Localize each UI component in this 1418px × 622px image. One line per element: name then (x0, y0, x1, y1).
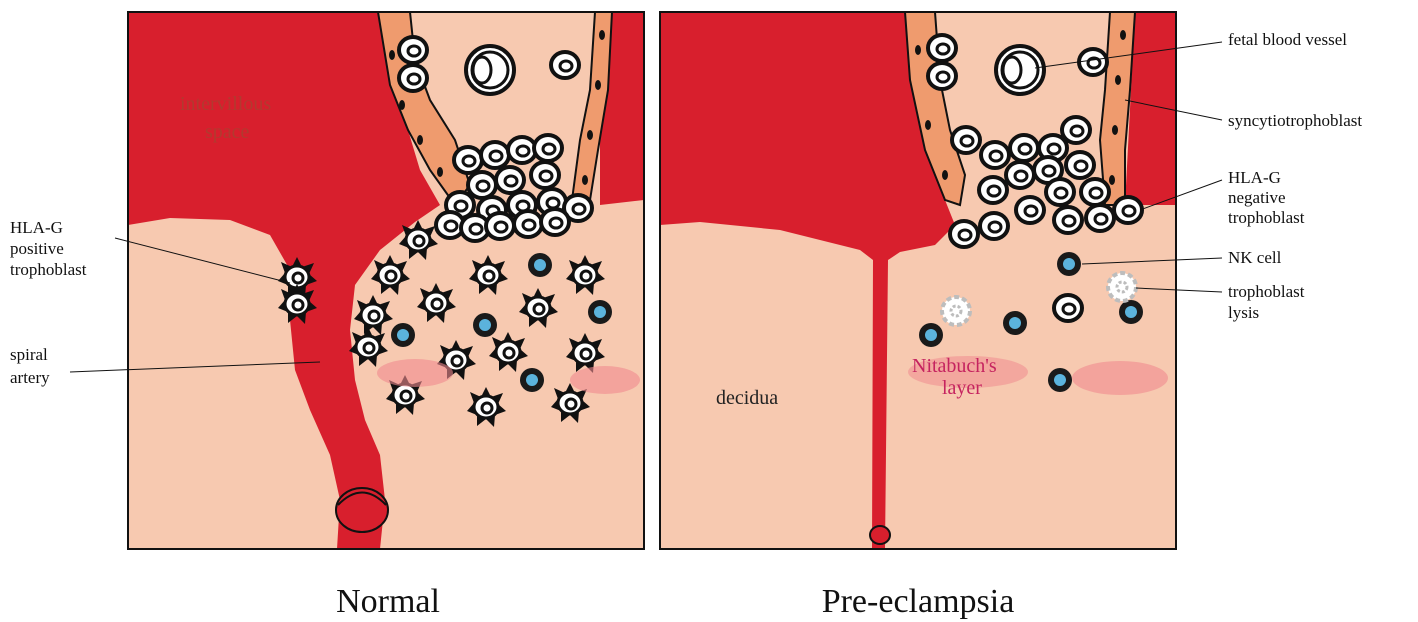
fetal-blood-vessel-2 (996, 46, 1044, 94)
hla-g-positive-line-3: trophoblast (10, 260, 87, 279)
trophoblast-lysis-line-1: trophoblast (1228, 282, 1305, 301)
nitabuch-label-1: Nitabuch's (912, 355, 997, 377)
intervillous-label-1: intervillous (180, 93, 271, 115)
nitabuch-label-2: layer (942, 377, 982, 399)
fetal-blood-vessel (466, 46, 514, 94)
nk-cell-text: NK cell (1228, 248, 1282, 267)
fetal-blood-vessel-text: fetal blood vessel (1228, 30, 1347, 49)
hla-g-negative-line-2: negative (1228, 188, 1286, 207)
hla-g-positive-line-2: positive (10, 239, 64, 258)
preeclampsia-title: Pre-eclampsia (822, 583, 1015, 620)
spiral-artery-line-2: artery (10, 368, 50, 387)
normal-panel: intervillous space (128, 12, 644, 549)
decidua-label: decidua (716, 387, 778, 409)
hla-g-negative-line-1: HLA-G (1228, 168, 1281, 187)
hla-g-negative-line-3: trophoblast (1228, 208, 1305, 227)
trophoblast-lysis-line-2: lysis (1228, 303, 1259, 322)
normal-title: Normal (336, 583, 440, 620)
hla-g-positive-line-1: HLA-G (10, 218, 63, 237)
preeclampsia-panel: Nitabuch's layer decidua (660, 12, 1176, 549)
syncytiotrophoblast-text: syncytiotrophoblast (1228, 111, 1362, 130)
intervillous-label-2: space (205, 121, 250, 143)
spiral-artery-line-1: spiral (10, 345, 48, 364)
